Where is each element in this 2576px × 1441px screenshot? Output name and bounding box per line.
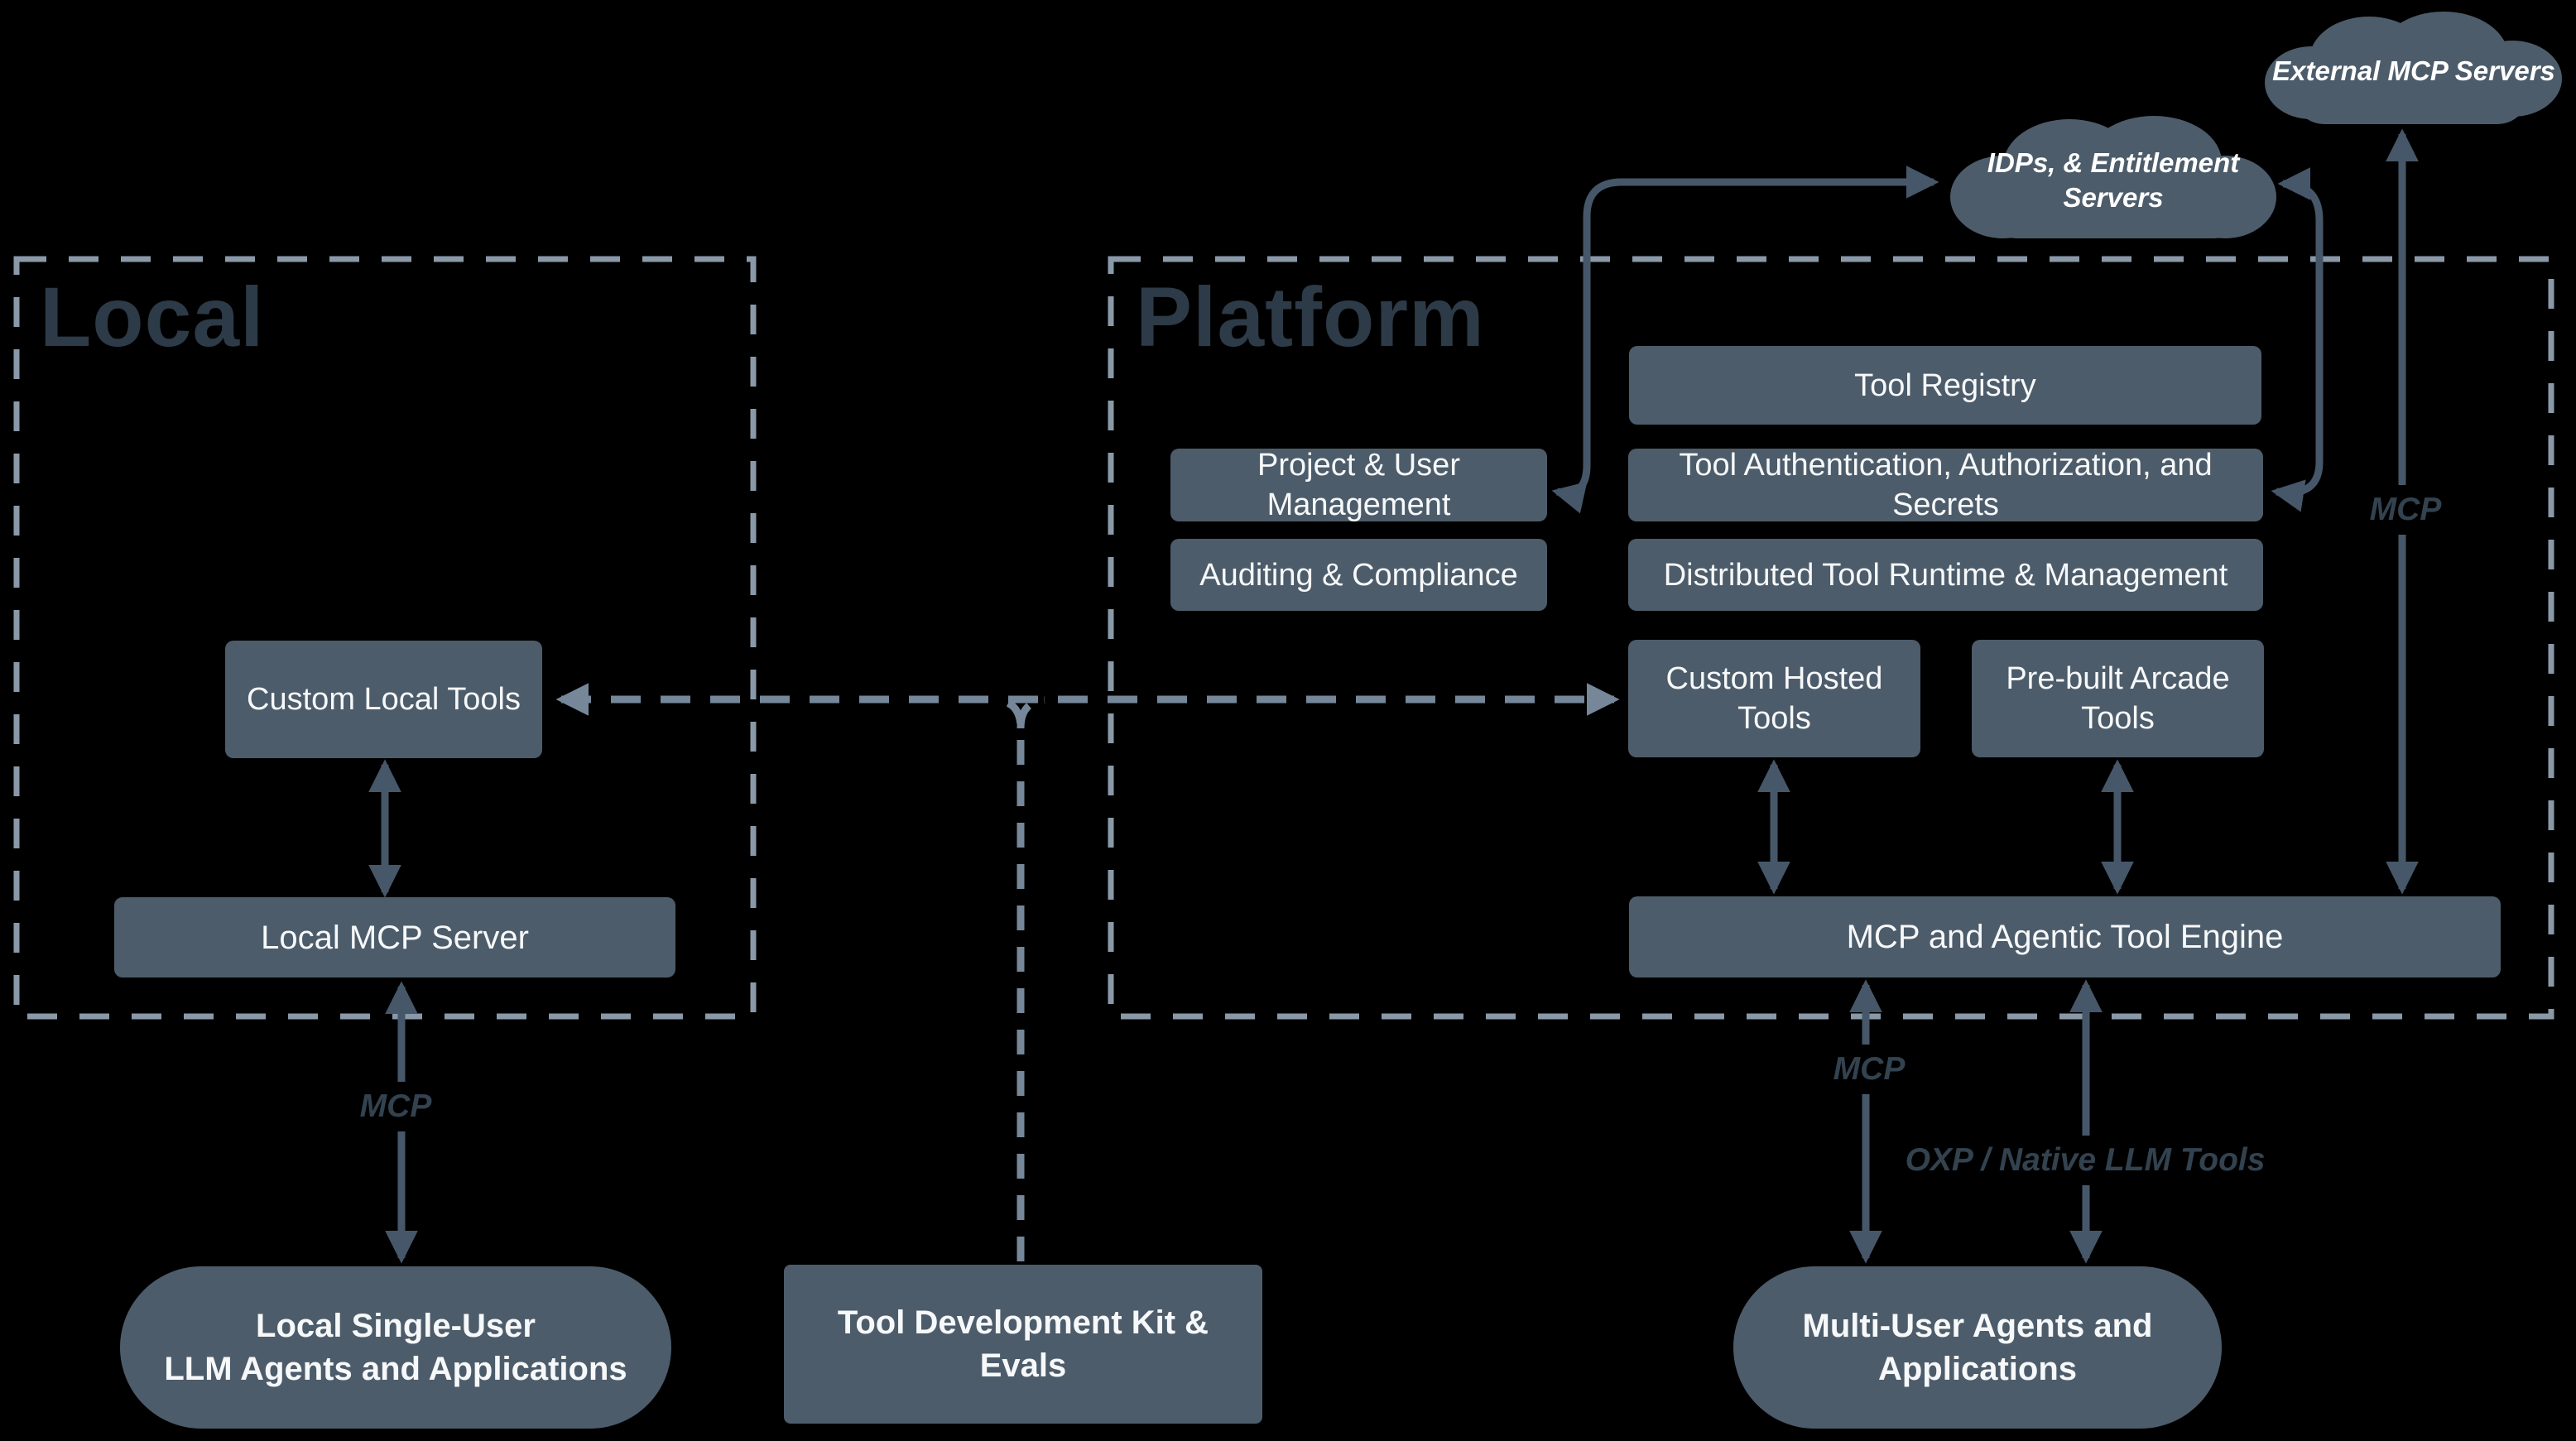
connector-project-mgmt-to-idp-cloud: [1551, 166, 1939, 514]
local-region-border: [13, 256, 757, 1020]
tool-auth-box: Tool Authentication, Authorization, and …: [1628, 448, 2263, 522]
idp-entitlement-cloud: [1950, 116, 2276, 238]
multi-user-agents-label: Multi-User Agents and Applications: [1803, 1304, 2153, 1391]
local-agents-pill: Local Single-User LLM Agents and Applica…: [120, 1266, 671, 1429]
connector-dashed-tdk-up-left: [996, 696, 1025, 1261]
mcp-engine-box: MCP and Agentic Tool Engine: [1629, 896, 2501, 977]
tool-registry-box: Tool Registry: [1629, 346, 2261, 425]
project-user-management-box: Project & User Management: [1170, 448, 1547, 522]
connector-dashed-tdk-up-right: [1016, 696, 1045, 729]
local-agents-label-line1: Local Single-User: [256, 1308, 536, 1344]
auditing-compliance-box: Auditing & Compliance: [1170, 539, 1547, 611]
platform-region-title: Platform: [1136, 270, 1485, 364]
multi-user-agents-pill: Multi-User Agents and Applications: [1733, 1266, 2222, 1429]
edge-label-external-mcp: MCP: [2356, 485, 2455, 535]
local-mcp-server-box: Local MCP Server: [114, 897, 675, 977]
external-mcp-servers-cloud: [2265, 12, 2562, 124]
custom-hosted-tools-box: Custom Hosted Tools: [1628, 640, 1920, 757]
local-agents-label: Local Single-User LLM Agents and Applica…: [164, 1304, 627, 1391]
multi-user-agents-label-line1: Multi-User Agents and: [1802, 1308, 2153, 1344]
multi-user-agents-label-line2: Applications: [1877, 1351, 2078, 1387]
edge-label-local-mcp: MCP: [346, 1082, 445, 1131]
custom-local-tools-box: Custom Local Tools: [225, 641, 542, 758]
local-agents-label-line2: LLM Agents and Applications: [164, 1351, 627, 1387]
edge-label-engine-mcp: MCP: [1819, 1045, 1919, 1094]
distributed-runtime-box: Distributed Tool Runtime & Management: [1628, 539, 2263, 611]
idp-cloud-label: IDPs, & Entitlement Servers: [1987, 146, 2239, 215]
idp-cloud-label-line2: Servers: [2063, 182, 2164, 213]
platform-region-border: [1108, 256, 2554, 1020]
tool-development-kit-box: Tool Development Kit & Evals: [784, 1265, 1262, 1424]
edge-label-engine-oxp: OXP / Native LLM Tools: [1891, 1136, 2279, 1185]
idp-cloud-label-line1: IDPs, & Entitlement: [1987, 147, 2240, 178]
prebuilt-arcade-tools-box: Pre-built Arcade Tools: [1972, 640, 2264, 757]
local-region-title: Local: [40, 270, 265, 364]
connector-tool-auth-to-idp-cloud: [2271, 167, 2324, 512]
external-mcp-cloud-label: External MCP Servers: [2272, 55, 2555, 86]
